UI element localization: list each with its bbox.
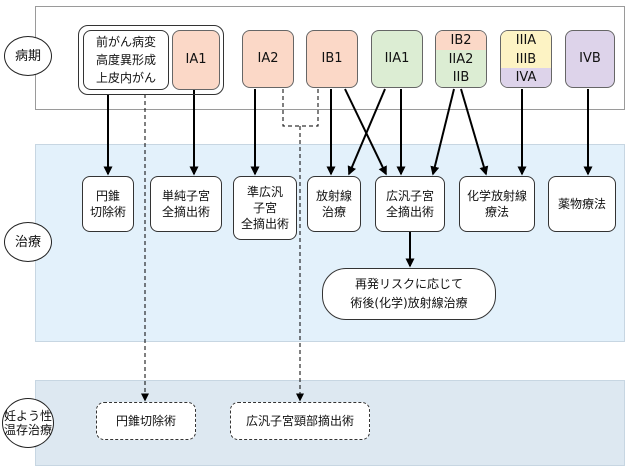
stage-precancer: 前がん病変 高度異形成 上皮内がん <box>83 30 169 90</box>
treatment-adjuvant: 再発リスクに応じて 術後(化学)放射線治療 <box>322 268 496 320</box>
stage-iia2: IIA2 <box>436 49 486 69</box>
treatment-cone: 円錐 切除術 <box>82 176 134 232</box>
arrow-ib2-radical <box>430 88 455 176</box>
stage-ib2: IB2 <box>436 31 486 50</box>
stage-ia2: IA2 <box>242 30 294 88</box>
treatment-simple-hysterectomy: 単純子宮 全摘出術 <box>150 176 222 232</box>
stage-iiib: IIIB <box>501 49 551 69</box>
fertility-cone: 円錐切除術 <box>96 402 196 440</box>
stage-iva: IVA <box>501 68 551 87</box>
dashed-ia2-ib1-bracket <box>282 89 319 127</box>
stage-ib1: IB1 <box>306 30 358 88</box>
stage-ia1: IA1 <box>172 30 220 90</box>
stage-ib2-iia2-iib: IB2 IIA2 IIB <box>435 30 487 88</box>
row-label-fertility: 妊よう性 温存治療 <box>2 398 54 448</box>
fertility-trachelectomy: 広汎子宮頸部摘出術 <box>230 402 370 440</box>
precancer-ia1-group <box>78 25 224 95</box>
treatment-modified-radical: 準広汎 子宮 全摘出術 <box>233 176 297 240</box>
stage-iiia: IIIA <box>501 31 551 50</box>
stage-iib: IIB <box>436 68 486 87</box>
treatment-chemoradiation: 化学放射線 療法 <box>459 176 535 232</box>
arrow-ib1-radical <box>344 88 387 176</box>
row-label-treatment: 治療 <box>4 222 52 262</box>
stage-iia1: IIA1 <box>371 30 423 88</box>
stage-ivb: IVB <box>565 30 615 88</box>
stage-iiia-iiib-iva: IIIA IIIB IVA <box>500 30 552 88</box>
row-label-stage: 病期 <box>4 36 52 76</box>
arrow-ib2-chemo <box>460 88 489 176</box>
treatment-drug: 薬物療法 <box>548 176 616 232</box>
treatment-radiation: 放射線 治療 <box>307 176 361 232</box>
arrow-iia1-radiation <box>347 88 386 176</box>
treatment-radical-hysterectomy: 広汎子宮 全摘出術 <box>375 176 445 232</box>
